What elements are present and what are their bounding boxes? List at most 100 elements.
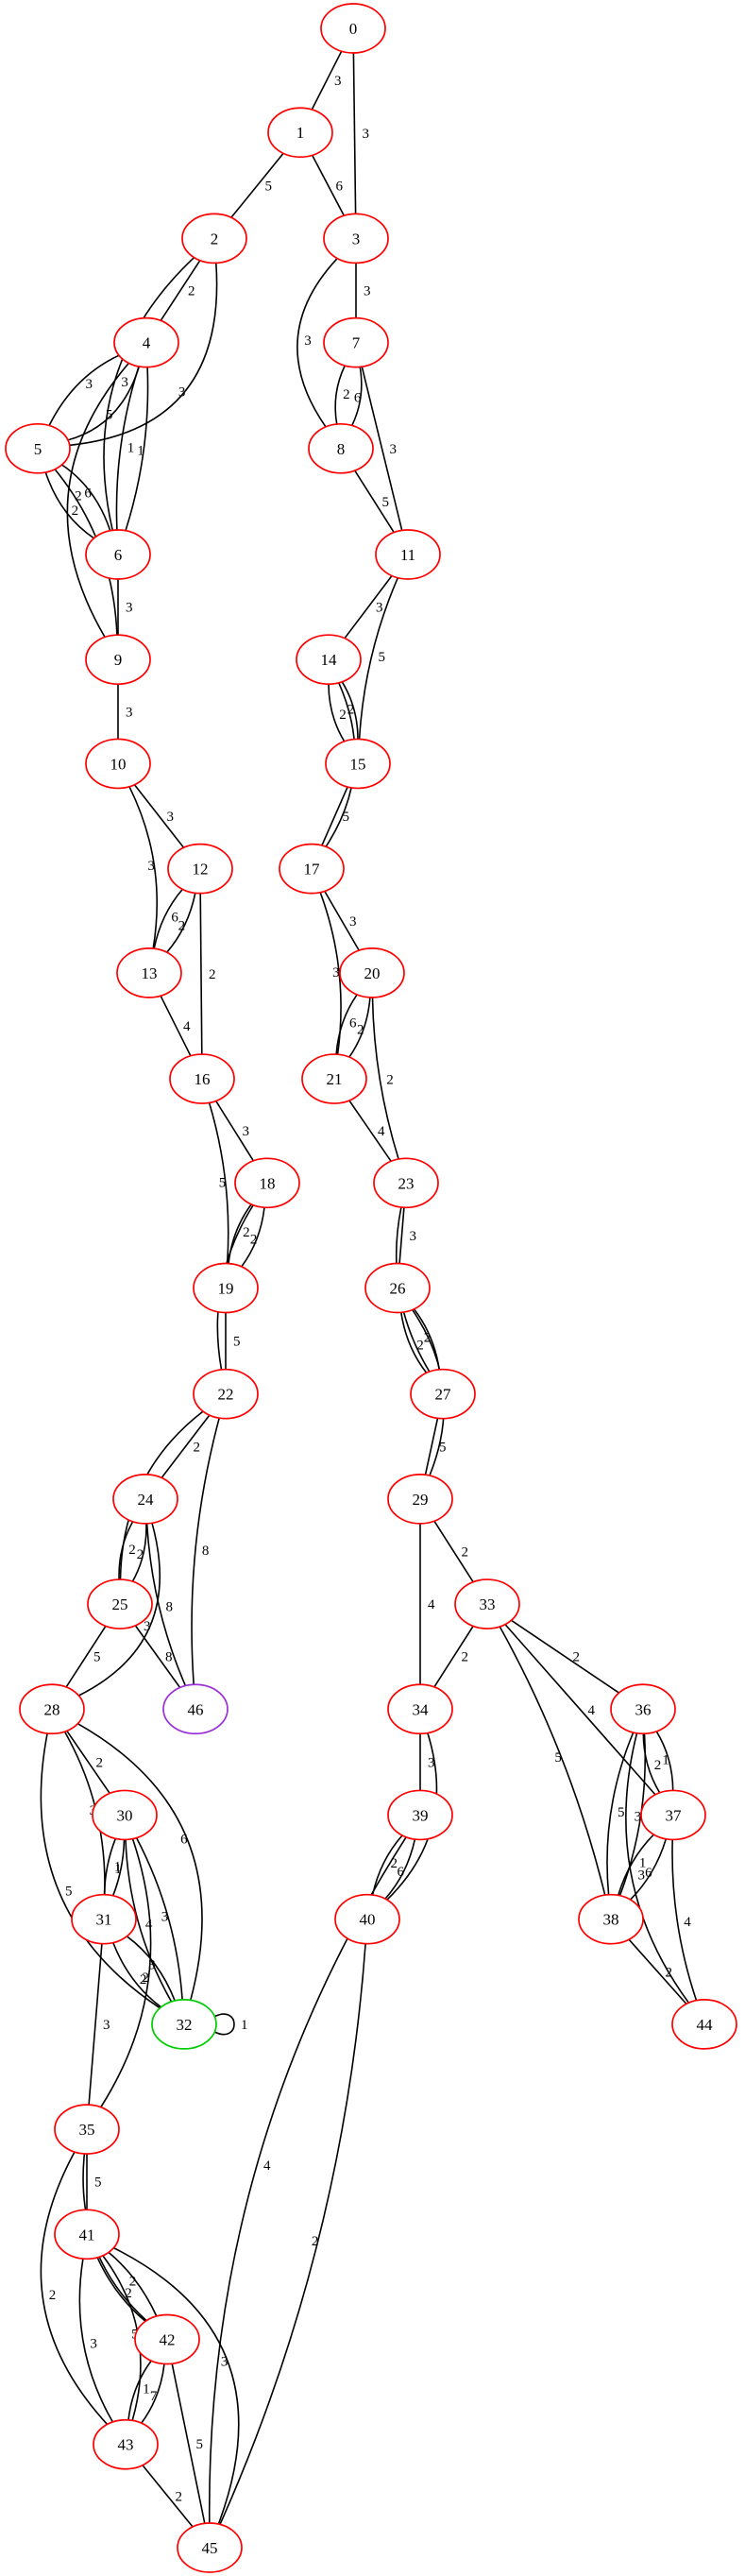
node-label: 38: [603, 1911, 619, 1929]
edge-30-32-2: [125, 1839, 173, 2003]
edge-41-43-2: [78, 2258, 113, 2423]
node-1[interactable]: 1: [267, 107, 333, 159]
edge-20-21-2: [335, 994, 358, 1055]
node-39[interactable]: 39: [387, 1789, 453, 1841]
node-17[interactable]: 17: [279, 843, 345, 895]
node-27[interactable]: 27: [410, 1368, 476, 1420]
node-38[interactable]: 38: [578, 1893, 644, 1945]
node-12[interactable]: 12: [167, 843, 233, 895]
edge-weight-label: 2: [140, 1972, 147, 1987]
node-ellipse: [387, 1683, 453, 1735]
edge-weight-label: 3: [376, 601, 383, 616]
edge-weight-label: 2: [654, 1758, 662, 1773]
edge-18-19: [241, 1207, 265, 1268]
edge-22-46: [191, 1417, 220, 1685]
node-9[interactable]: 9: [85, 634, 151, 686]
edge-weight-label: 4: [428, 1597, 435, 1612]
edge-weight-label: 5: [93, 1650, 101, 1665]
node-ellipse: [162, 1683, 229, 1735]
node-4[interactable]: 4: [113, 316, 179, 368]
node-ellipse: [296, 634, 362, 686]
edge-22-24: [161, 1414, 211, 1478]
node-18[interactable]: 18: [234, 1157, 300, 1209]
edge-weight-label: 1: [143, 2381, 150, 2397]
edge-20-23: [371, 997, 399, 1160]
node-label: 37: [666, 1806, 683, 1824]
edge-43-45: [142, 2465, 194, 2528]
node-label: 26: [390, 1280, 406, 1298]
edge-weight-label: 3: [334, 74, 342, 89]
node-ellipse: [92, 1789, 158, 1841]
node-30[interactable]: 30: [92, 1789, 158, 1841]
node-22[interactable]: 22: [193, 1368, 259, 1420]
node-13[interactable]: 13: [116, 947, 182, 998]
node-41[interactable]: 41: [54, 2209, 120, 2260]
edge-weight-label: 2: [347, 703, 355, 718]
node-label: 45: [202, 2539, 218, 2557]
node-44[interactable]: 44: [671, 1999, 737, 2050]
node-label: 33: [480, 1595, 496, 1613]
node-label: 17: [304, 861, 321, 879]
node-0[interactable]: 0: [320, 3, 386, 54]
node-3[interactable]: 3: [323, 213, 389, 264]
node-37[interactable]: 37: [640, 1789, 706, 1841]
edge-weight-label: 3: [86, 377, 93, 392]
node-34[interactable]: 34: [387, 1683, 453, 1735]
node-ellipse: [323, 213, 389, 264]
node-15[interactable]: 15: [325, 738, 391, 790]
node-ellipse: [85, 634, 151, 686]
node-2[interactable]: 2: [181, 213, 247, 264]
node-20[interactable]: 20: [339, 947, 405, 998]
node-label: 16: [195, 1070, 211, 1088]
node-16[interactable]: 16: [169, 1053, 235, 1104]
node-ellipse: [112, 1474, 178, 1525]
node-24[interactable]: 24: [112, 1474, 178, 1525]
node-label: 8: [337, 440, 346, 458]
node-ellipse: [308, 422, 374, 474]
node-19[interactable]: 19: [193, 1262, 259, 1314]
edge-weight-label: 2: [128, 1543, 136, 1558]
node-ellipse: [71, 1893, 137, 1945]
node-25[interactable]: 25: [87, 1578, 153, 1629]
node-46[interactable]: 46: [162, 1683, 229, 1735]
node-ellipse: [387, 1789, 453, 1841]
node-10[interactable]: 10: [85, 738, 151, 790]
node-45[interactable]: 45: [177, 2522, 243, 2573]
node-8[interactable]: 8: [308, 422, 374, 474]
edge-weight-label: 5: [379, 650, 386, 665]
node-6[interactable]: 6: [85, 529, 151, 580]
node-ellipse: [85, 529, 151, 580]
edge-41-45: [113, 2246, 240, 2525]
node-29[interactable]: 29: [387, 1474, 453, 1525]
node-21[interactable]: 21: [301, 1053, 367, 1104]
node-7[interactable]: 7: [323, 316, 389, 368]
node-26[interactable]: 26: [364, 1262, 431, 1314]
edge-1-3: [311, 155, 346, 216]
edge-28-32-2: [40, 1732, 161, 2009]
edge-layer: [40, 50, 698, 2528]
node-5[interactable]: 5: [5, 422, 71, 474]
node-label: 3: [352, 230, 361, 247]
node-33[interactable]: 33: [454, 1578, 520, 1629]
node-label: 6: [114, 546, 123, 564]
node-35[interactable]: 35: [54, 2104, 120, 2155]
node-36[interactable]: 36: [610, 1683, 676, 1735]
node-label: 29: [413, 1491, 429, 1509]
node-32[interactable]: 32: [151, 1999, 217, 2050]
node-43[interactable]: 43: [93, 2418, 159, 2470]
edge-8-11: [354, 469, 395, 534]
edge-weight-label: 5: [265, 179, 273, 194]
node-14[interactable]: 14: [296, 634, 362, 686]
edge-weight-label: 6: [398, 1865, 405, 1880]
node-ellipse: [19, 1683, 85, 1735]
node-28[interactable]: 28: [19, 1683, 85, 1735]
edge-weight-label: 3: [148, 1958, 156, 1973]
node-31[interactable]: 31: [71, 1893, 137, 1945]
edge-31-32-2: [112, 1942, 162, 2008]
node-40[interactable]: 40: [334, 1893, 400, 1945]
edge-weight-label: 5: [65, 1885, 73, 1900]
node-23[interactable]: 23: [373, 1157, 439, 1209]
node-11[interactable]: 11: [375, 529, 441, 580]
node-42[interactable]: 42: [134, 2313, 200, 2365]
node-label: 34: [413, 1700, 430, 1718]
